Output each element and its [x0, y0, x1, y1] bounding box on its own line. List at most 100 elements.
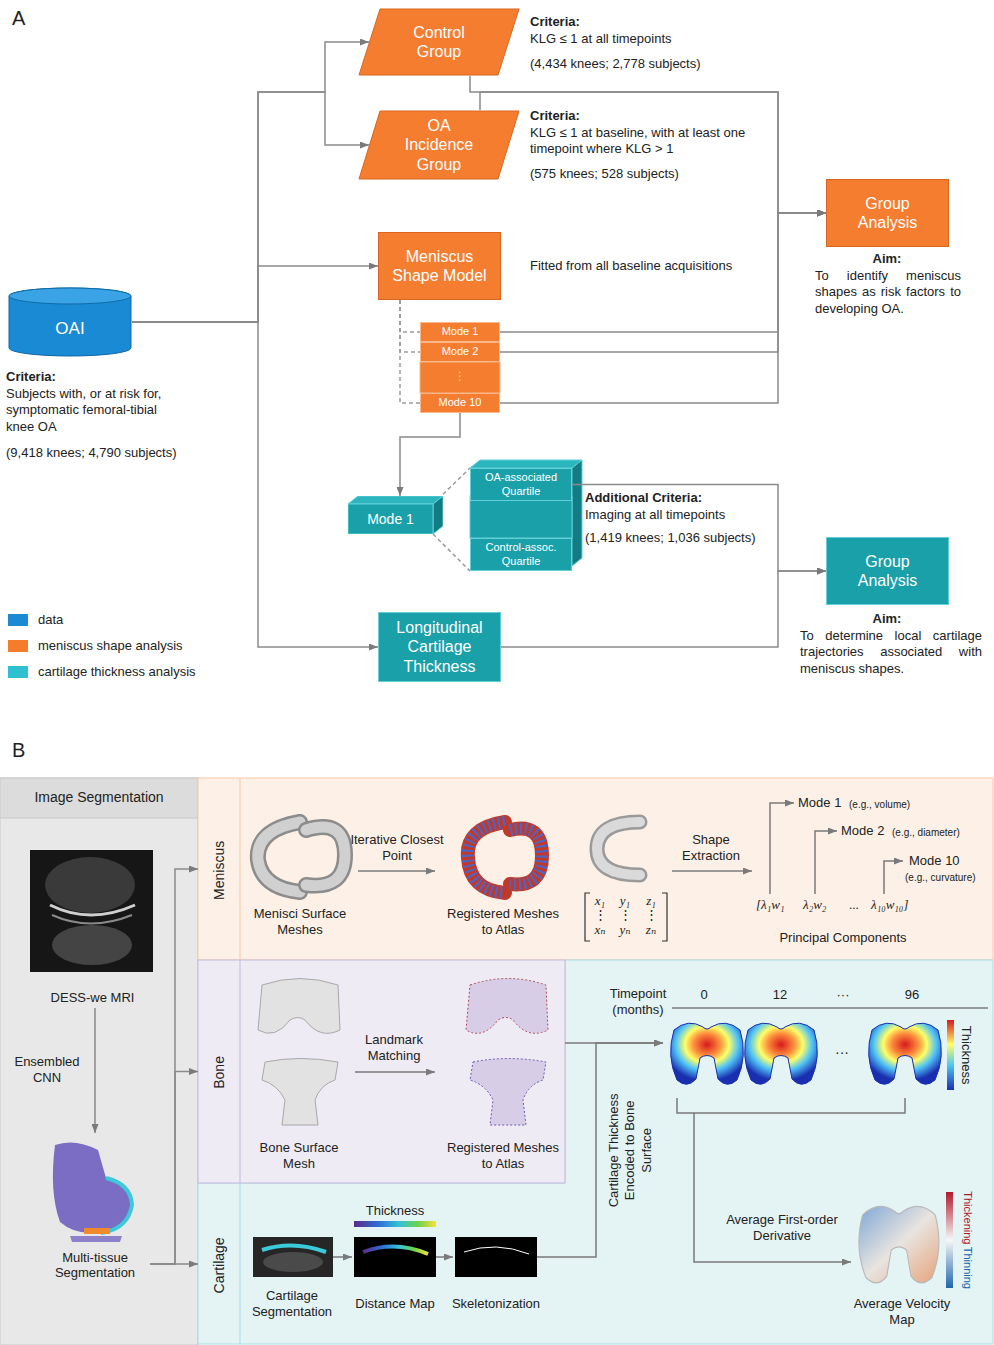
text-label: xₙ: [589, 922, 611, 938]
text-label: Thinning: [960, 1240, 974, 1296]
text-label: KLG ≤ 1 at all timepoints: [530, 31, 672, 47]
meniscus-shape: [597, 822, 640, 875]
group-parallelogram: OA Incidence Group: [358, 110, 520, 180]
text-label: Distance Map: [350, 1296, 440, 1312]
parallelogram: [359, 9, 519, 75]
meniscus-mesh: [306, 827, 345, 886]
text-label: Cartilage Thickness Encoded to Bone Surf…: [606, 1085, 655, 1215]
text-label: [λ₁w₁: [756, 897, 784, 913]
text-label: zₙ: [640, 922, 662, 938]
connector: [470, 76, 826, 213]
node-text: OAI: [55, 319, 84, 339]
velocity-map: [859, 1192, 953, 1288]
panel-background: [0, 778, 198, 818]
process-box: Meniscus Shape Model: [378, 232, 501, 300]
cartilage-images: [253, 1237, 333, 1277]
panel-background: [198, 960, 993, 1344]
node-text: Mode 1: [367, 511, 414, 528]
thickness-map: [745, 1023, 818, 1084]
meniscus-mesh: [306, 827, 345, 886]
cartilage-images: [263, 1252, 323, 1272]
matrix-bracket: [585, 893, 667, 941]
mode-stack-middle: [420, 362, 500, 393]
thickness-map: [869, 1023, 942, 1084]
flow-arrow: [672, 870, 752, 872]
legend-swatch: [8, 666, 28, 678]
text-label: Aim:: [857, 251, 917, 267]
text-label: Additional Criteria:: [585, 490, 702, 506]
cylinder-top: [9, 288, 131, 304]
thickness-map: [671, 1023, 744, 1084]
node-text: Mode 2: [442, 345, 479, 358]
node-text: Meniscus Shape Model: [386, 247, 494, 285]
connector: [94, 1008, 96, 1133]
text-label: Landmark Matching: [349, 1032, 439, 1065]
mri-image: [30, 850, 153, 972]
text-label: ⋮: [450, 369, 470, 384]
node-text: OA Incidence Group: [397, 116, 481, 174]
process-box: Longitudinal Cartilage Thickness: [378, 612, 501, 682]
node-text: Multi-tissue Segmentation: [45, 1250, 145, 1281]
text-label: Aim:: [857, 611, 917, 627]
meniscus-mesh: [258, 822, 300, 892]
text-label: Fitted from all baseline acquisitions: [530, 258, 732, 274]
box-top: [348, 496, 443, 504]
node-text: OA-associated Quartile: [471, 471, 571, 497]
bone-mesh: [262, 1059, 338, 1126]
box-side: [433, 496, 443, 534]
text-label: Principal Components: [763, 930, 923, 946]
cartilage-images: [354, 1237, 436, 1277]
node-text: Cartilage: [211, 1237, 228, 1293]
panel-background: [240, 960, 241, 1183]
registered-bone: [466, 979, 548, 1034]
flow-arrow: [770, 803, 794, 894]
velocity-map: [946, 1192, 953, 1288]
connector: [132, 92, 369, 322]
text-label: Bone Surface Mesh: [249, 1140, 349, 1173]
connector: [400, 300, 420, 403]
database-cylinder: OAI: [8, 287, 132, 357]
velocity-map: [859, 1206, 939, 1282]
text-label: Thickness: [355, 1203, 435, 1219]
quartile-stack: [470, 460, 582, 468]
mri-image: [52, 925, 132, 965]
text-label: z₁: [640, 893, 662, 909]
matrix-bracket: [585, 893, 590, 941]
text-label: ...: [849, 897, 859, 913]
text-label: ⋮: [640, 907, 662, 923]
registered-meniscus: [468, 822, 542, 893]
quartile-stack: [470, 496, 572, 538]
meniscus-shape: [597, 822, 640, 875]
quartile-stack: [572, 460, 582, 566]
mode-box: Mode 1: [348, 496, 443, 534]
mri-image: [50, 905, 135, 915]
text-label: Menisci Surface Meshes: [240, 906, 360, 939]
registered-meniscus: [468, 822, 505, 893]
text-label: ⋮: [589, 907, 611, 923]
node-text: Control-assoc. Quartile: [471, 541, 571, 567]
text-label: (9,418 knees; 4,790 subjects): [6, 445, 177, 461]
panel-background: [198, 778, 993, 960]
node-text: Control Group: [396, 23, 482, 61]
connector: [572, 485, 826, 572]
legend-row: cartilage thickness analysis: [8, 664, 196, 679]
text-label: λ₁₀w₁₀]: [871, 897, 908, 913]
text-label: (e.g., curvature): [905, 872, 976, 885]
cylinder-body: [9, 288, 131, 356]
legend-row: meniscus shape analysis: [8, 638, 183, 653]
mode-stack-middle: [420, 362, 500, 393]
text-label: x₁: [589, 893, 611, 909]
registered-meniscus: [510, 828, 542, 884]
mri-image: [52, 915, 132, 924]
mode-box: Mode 10: [420, 393, 500, 413]
mode-box: Mode 1: [420, 322, 500, 342]
text-label: Mode 1: [798, 795, 841, 811]
text-label: Average Velocity Map: [846, 1296, 958, 1329]
text-label: 12: [768, 987, 792, 1003]
text-label: Imaging at all timepoints: [585, 507, 725, 523]
node-text: Mode 10: [439, 396, 482, 409]
bone-mesh: [258, 979, 340, 1126]
segmentation-image: [101, 1178, 132, 1233]
text-label: (e.g., diameter): [892, 827, 960, 840]
node-text: Group Analysis: [840, 552, 935, 590]
